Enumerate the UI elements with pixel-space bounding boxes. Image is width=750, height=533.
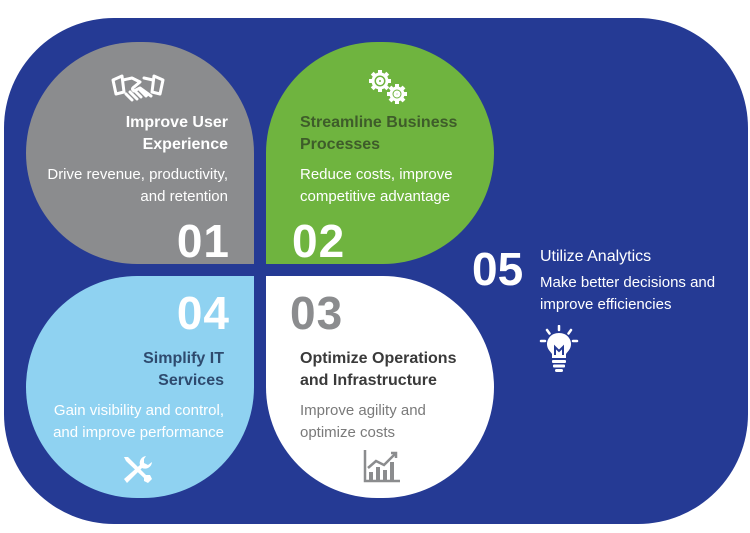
item-description: Drive revenue, productivity, and retenti…: [47, 166, 228, 205]
item-title: Streamline Business Processes: [300, 114, 458, 153]
handshake-icon: [111, 74, 165, 102]
petal-streamline-business-processes: Streamline Business Processes Reduce cos…: [266, 42, 494, 264]
diagram-frame: Improve User Experience Drive revenue, p…: [4, 18, 748, 524]
item-description: Gain visibility and control, and improve…: [53, 402, 224, 441]
item-title: Simplify IT Services: [143, 350, 224, 389]
bar-chart-icon: [363, 450, 400, 483]
item-title: Optimize Operations and Infrastructure: [300, 350, 457, 389]
item-description: Improve agility and optimize costs: [300, 402, 426, 441]
item-number: 02: [292, 215, 346, 264]
item-description: Reduce costs, improve competitive advant…: [300, 166, 453, 205]
item-number: 01: [176, 215, 230, 264]
item-title-utilize-analytics: Utilize Analytics: [540, 248, 652, 265]
petal-improve-user-experience: Improve User Experience Drive revenue, p…: [26, 42, 254, 264]
tools-icon: [124, 456, 152, 483]
petal-simplify-it-services: 04 Simplify IT Services Gain visibility …: [26, 276, 254, 498]
lightbulb-icon: [539, 325, 579, 372]
item-title: Improve User Experience: [125, 114, 228, 153]
item-number: 04: [176, 287, 230, 339]
petal-optimize-operations: 03 Optimize Operations and Infrastructur…: [266, 276, 494, 498]
item-description-utilize-analytics: Make better decisions and improve effici…: [540, 274, 716, 313]
item-number: 03: [290, 287, 344, 339]
gears-icon: [369, 70, 407, 104]
item-number-05: 05: [472, 243, 524, 295]
